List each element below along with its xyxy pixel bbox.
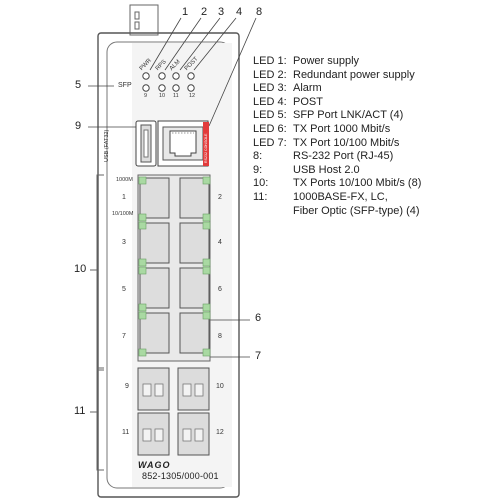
legend-text: Fiber Optic (SFP-type) (4) <box>293 204 420 217</box>
legend-key: 9: <box>253 163 263 176</box>
callout-4: 4 <box>236 6 243 18</box>
usb-label: USB (FAT32) <box>104 129 110 162</box>
status-leds <box>142 72 195 92</box>
bracket-10 <box>96 174 104 371</box>
sfp-port-number-11: 11 <box>122 429 130 436</box>
legend-text: Redundant power supply <box>293 68 415 81</box>
sfp-port-slots <box>142 383 204 442</box>
legend-text: RS-232 Port (RJ-45) <box>293 150 394 163</box>
legend-row: LED 1: Power supply <box>253 55 421 69</box>
speed-label-1000: 1000M <box>116 177 133 183</box>
callout-9: 9 <box>75 120 82 132</box>
legend-text: TX Ports 10/100 Mbit/s (8) <box>293 177 422 190</box>
legend-key: LED 4: <box>253 95 287 108</box>
legend-text: SFP Port LNK/ACT (4) <box>293 109 404 122</box>
legend-row: 10: TX Ports 10/100 Mbit/s (8) <box>253 177 421 191</box>
sfp-led-number-12: 12 <box>189 93 196 99</box>
legend-key: 11: <box>253 190 268 203</box>
legend-text: TX Port 1000 Mbit/s <box>293 122 391 135</box>
legend-row: LED 6: TX Port 1000 Mbit/s <box>253 123 421 137</box>
brand-logo: WAGO <box>138 460 171 470</box>
sfp-port-number-10: 10 <box>216 383 224 390</box>
sfp-led-number-10: 10 <box>159 93 166 99</box>
callout-7: 7 <box>255 350 262 362</box>
sfp-port-number-9: 9 <box>125 383 129 390</box>
legend-text: POST <box>293 95 323 108</box>
console-label: RS232 CONSOLE <box>204 133 208 163</box>
callout-11: 11 <box>74 405 86 417</box>
tx-port-leds <box>138 176 211 357</box>
legend-row: LED 7: TX Port 10/100 Mbit/s <box>253 137 421 151</box>
legend-key: LED 2: <box>253 68 287 81</box>
rs232-console-port[interactable] <box>157 120 209 167</box>
callout-10: 10 <box>74 263 87 275</box>
tx-ports[interactable] <box>137 174 211 362</box>
port-number-3: 3 <box>122 239 126 246</box>
usb-port[interactable] <box>135 120 157 167</box>
legend-text: Power supply <box>293 55 360 67</box>
legend-row: LED 2: Redundant power supply <box>253 69 421 83</box>
sfp-led-number-9: 9 <box>144 93 148 99</box>
housing-outer <box>97 32 240 498</box>
port-number-8: 8 <box>218 333 222 340</box>
callout-6: 6 <box>255 312 262 324</box>
legend-row: LED 5: SFP Port LNK/ACT (4) <box>253 109 421 123</box>
legend-row: LED 4: POST <box>253 96 421 110</box>
port-number-4: 4 <box>218 239 222 246</box>
port-number-6: 6 <box>218 286 222 293</box>
legend-text: Alarm <box>293 82 322 95</box>
sfp-led-number-11: 11 <box>173 93 179 99</box>
legend-key: 10: <box>253 177 269 190</box>
sfp-port-number-12: 12 <box>216 429 224 436</box>
port-number-7: 7 <box>122 333 126 340</box>
legend-key: LED 6: <box>253 122 287 135</box>
legend-text: USB Host 2.0 <box>293 163 360 176</box>
legend-text: TX Port 10/100 Mbit/s <box>293 136 400 149</box>
speed-label-10-100: 10/100M <box>112 211 134 217</box>
legend-row: 8: RS-232 Port (RJ-45) <box>253 150 421 164</box>
callout-2: 2 <box>201 6 208 18</box>
legend-key: LED 3: <box>253 82 287 95</box>
legend-row: 9: USB Host 2.0 <box>253 164 421 178</box>
legend-key: LED 1: <box>253 55 287 67</box>
model-number: 852-1305/000-001 <box>142 471 219 481</box>
legend-key: LED 7: <box>253 136 287 149</box>
legend-row: 11: 1000BASE-FX, LC, <box>253 191 421 205</box>
legend-key: LED 5: <box>253 109 287 122</box>
sfp-led-label: SFP <box>118 82 132 89</box>
legend-text: 1000BASE-FX, LC, <box>293 190 388 203</box>
port-number-2: 2 <box>218 194 222 201</box>
legend-row: Fiber Optic (SFP-type) (4) <box>253 205 421 219</box>
bracket-11 <box>96 367 104 471</box>
legend-row: LED 3: Alarm <box>253 82 421 96</box>
callout-1: 1 <box>182 6 189 18</box>
callout-leaders <box>88 17 257 358</box>
top-mounting-clip <box>129 4 159 36</box>
port-number-1: 1 <box>122 194 126 201</box>
callout-5: 5 <box>75 79 82 91</box>
legend: LED 1: Power supply LED 2: Redundant power… <box>253 55 421 218</box>
port-number-5: 5 <box>122 286 126 293</box>
callout-8: 8 <box>256 6 263 18</box>
legend-key: 8: <box>253 150 263 163</box>
callout-3: 3 <box>218 6 225 18</box>
legend-key <box>253 205 293 219</box>
